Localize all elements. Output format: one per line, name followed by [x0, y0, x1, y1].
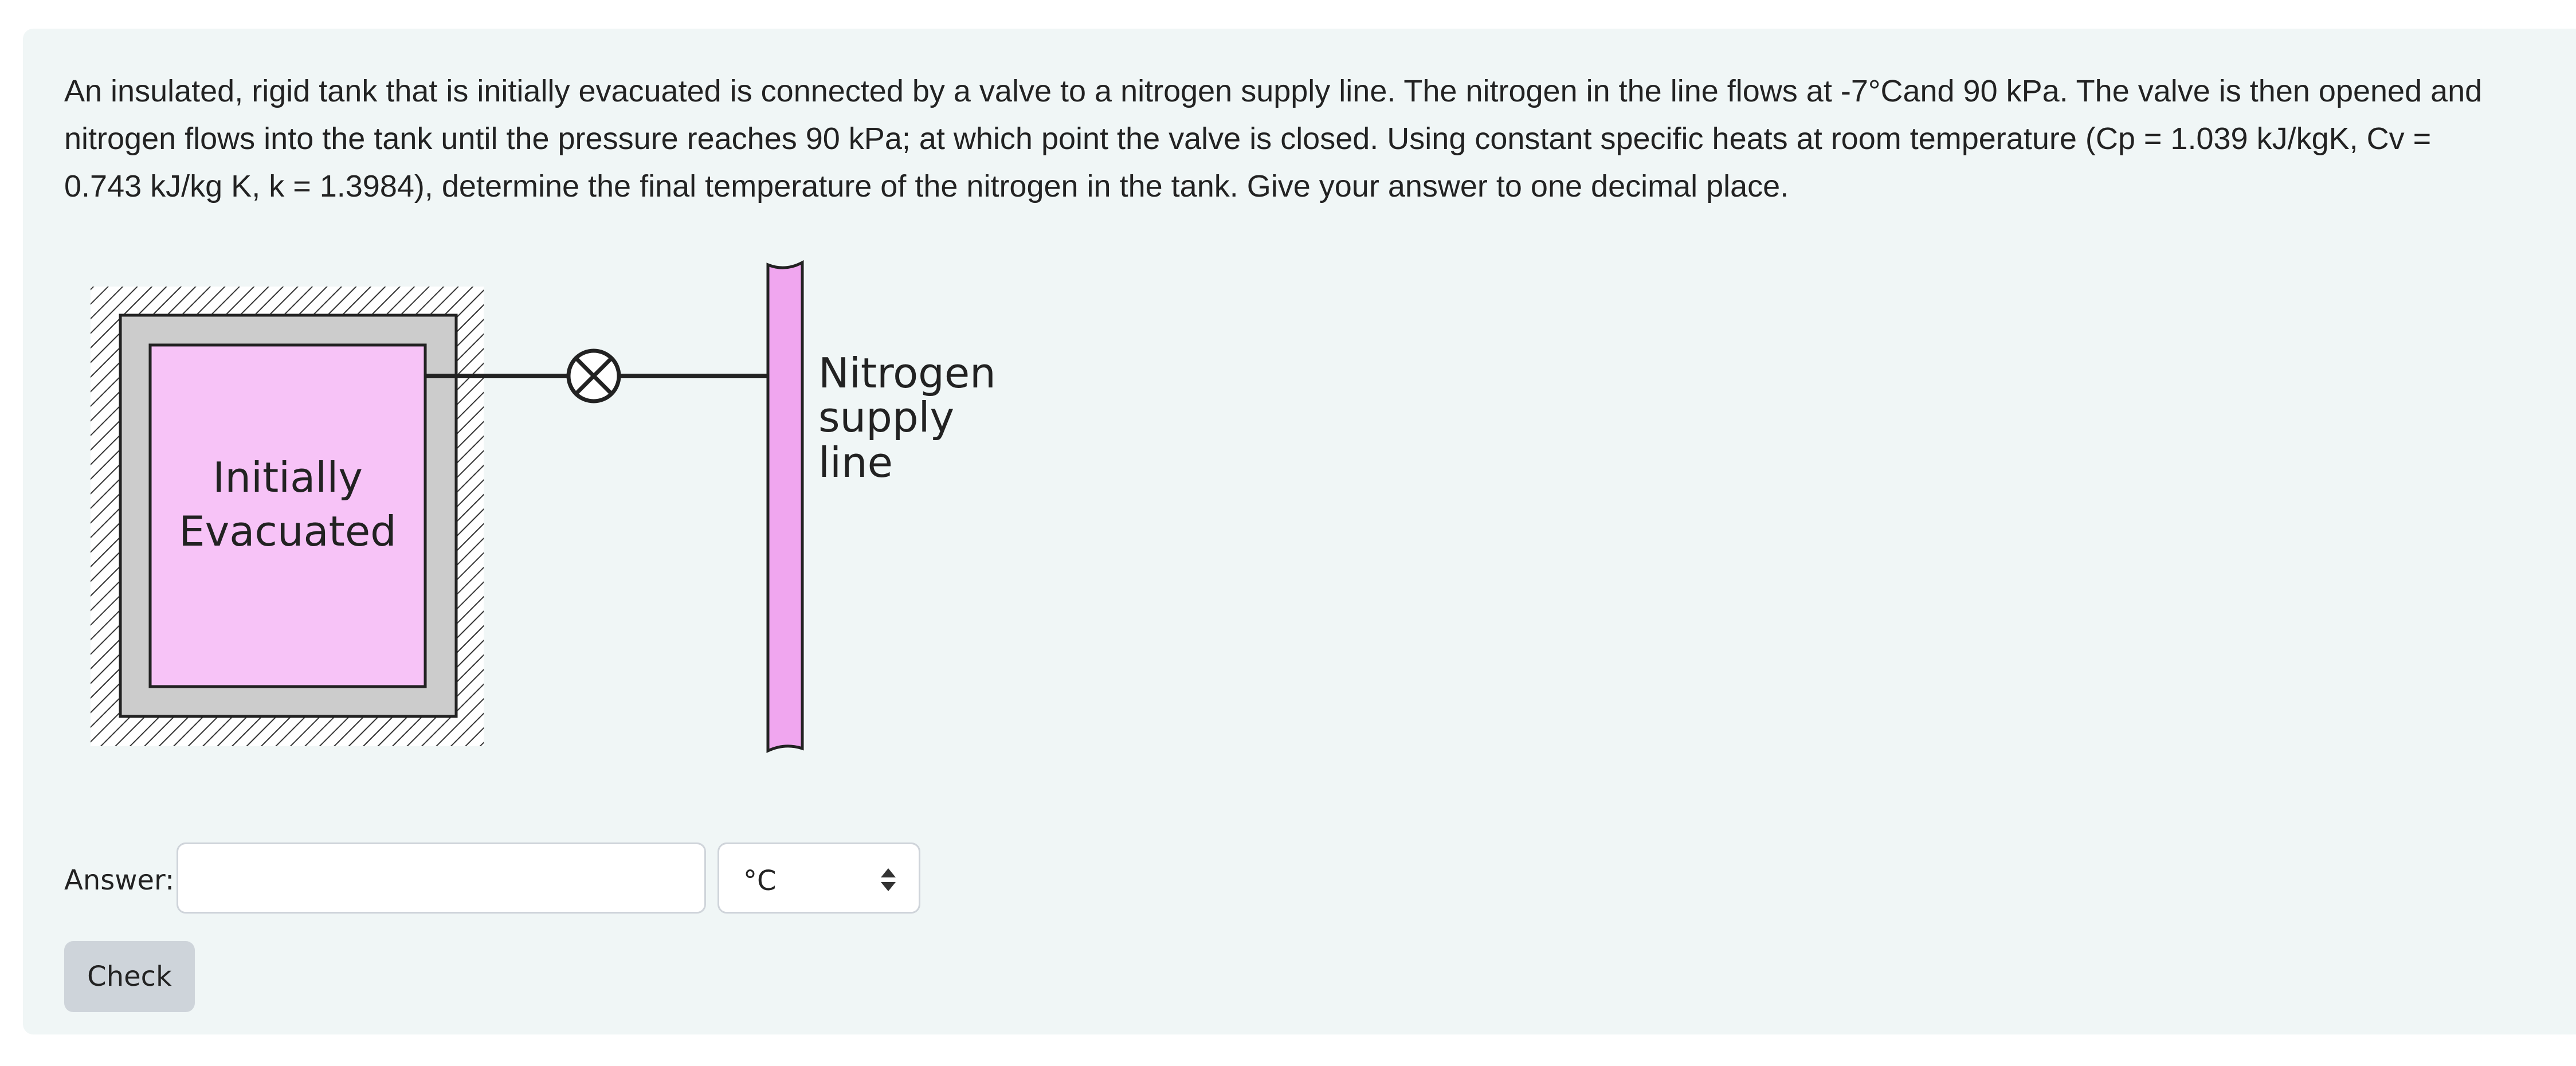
- answer-input[interactable]: [177, 842, 706, 914]
- question-line-3: 0.743 kJ/kg K, k = 1.3984), determine th…: [64, 169, 1789, 203]
- answer-label: Answer:: [64, 864, 175, 896]
- supply-label-line3: line: [818, 438, 893, 487]
- tank-label-line2: Evacuated: [179, 507, 397, 555]
- question-text: An insulated, rigid tank that is initial…: [64, 68, 2576, 210]
- supply-line-pipe: [766, 260, 804, 753]
- tank-label-line1: Initially: [213, 453, 363, 501]
- tank-supply-diagram: Initially Evacuated Nitrogen supply line: [91, 260, 996, 753]
- question-line-2: nitrogen flows into the tank until the p…: [64, 122, 2432, 156]
- unit-select[interactable]: °C: [717, 842, 920, 914]
- supply-label-line1: Nitrogen: [818, 349, 996, 397]
- valve-x-icon: [566, 348, 621, 403]
- check-button[interactable]: Check: [64, 941, 195, 1012]
- tank-interior: [148, 343, 427, 688]
- supply-label-line2: supply: [818, 393, 954, 441]
- unit-select-value: °C: [743, 865, 777, 897]
- sort-arrows-icon: [881, 868, 896, 891]
- question-line-1: An insulated, rigid tank that is initial…: [64, 74, 2483, 108]
